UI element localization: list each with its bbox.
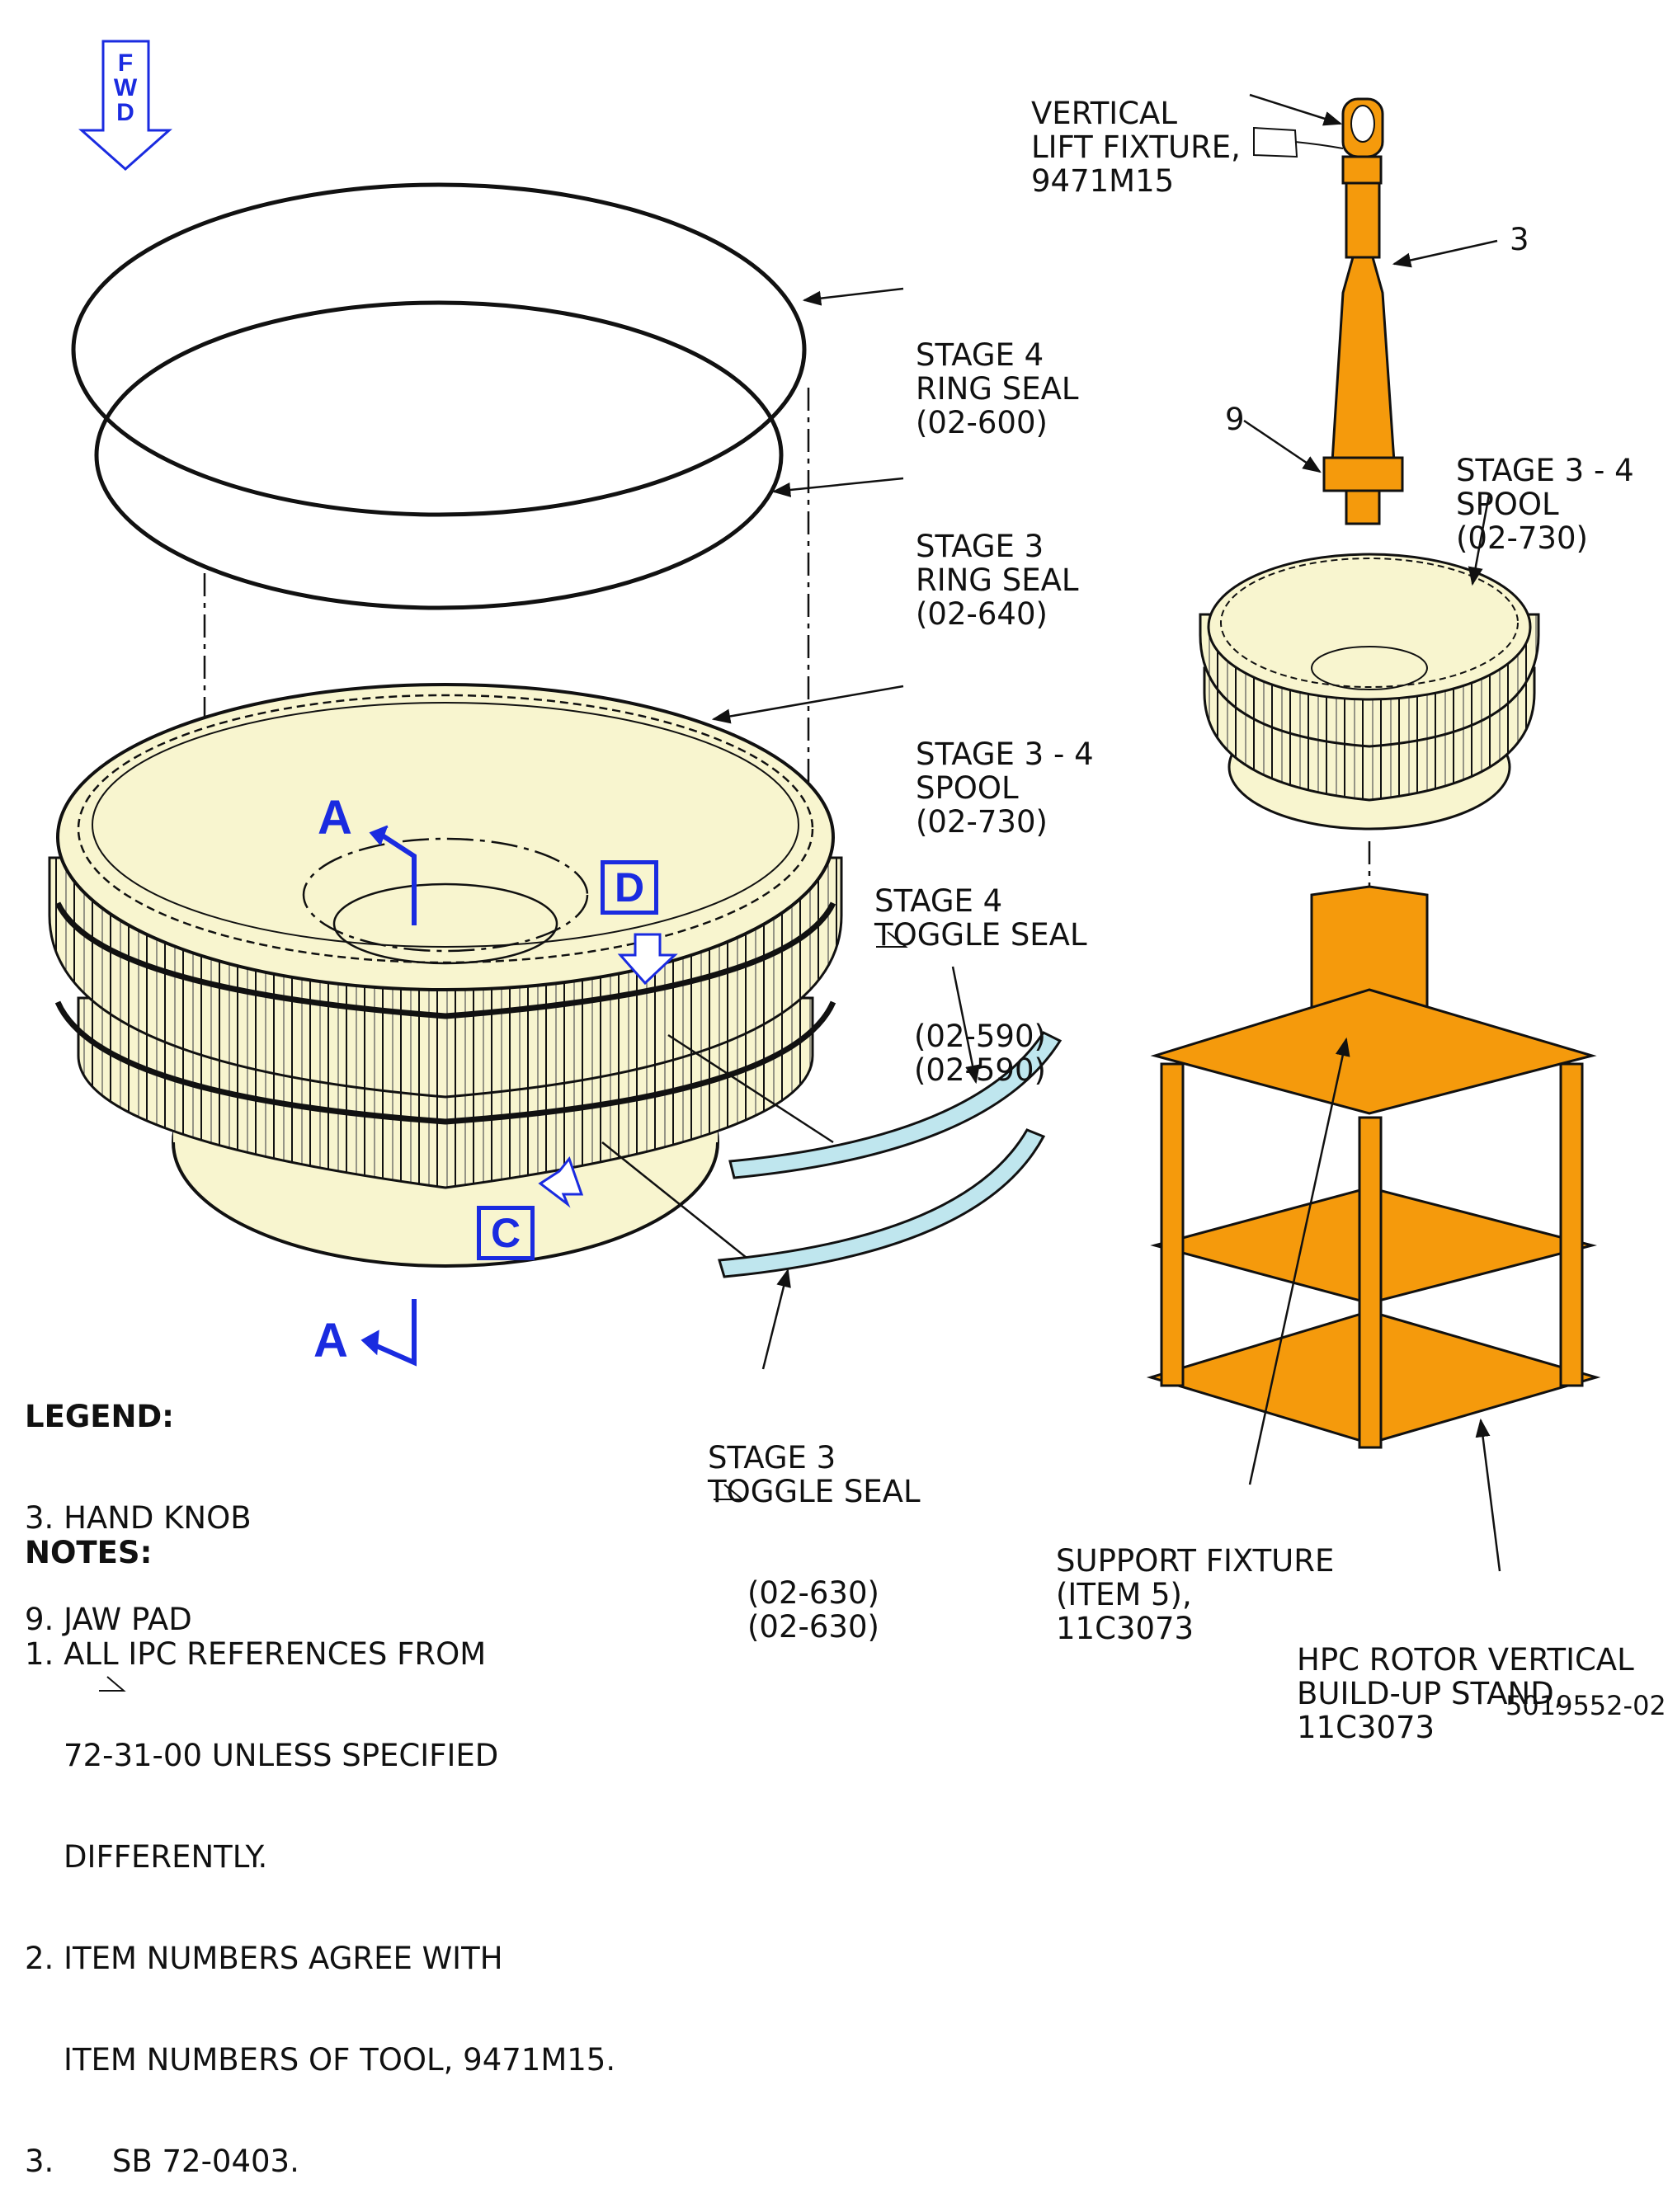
sb-change-symbols [99, 931, 908, 1692]
view-marker-c: C [477, 1206, 535, 1260]
legend: LEGEND: 3. HAND KNOB 9. JAW PAD [25, 1399, 252, 1637]
fwd-label: F W D [113, 49, 138, 126]
stage34-spool-large [48, 683, 843, 1268]
hpc-build-up-stand [1146, 988, 1601, 1449]
stage3-ring-seal [94, 300, 784, 610]
seal-leader-lines [601, 1033, 834, 1259]
callout-support-fixture: SUPPORT FIXTURE(ITEM 5),11C3073 [1056, 1543, 1335, 1646]
section-arrow-bottom-icon [360, 1299, 417, 1367]
callout-item-9: 9 [1225, 402, 1245, 437]
legend-title: LEGEND: [25, 1399, 174, 1434]
stage4-ring-seal [71, 182, 807, 517]
callout-item-3: 3 [1510, 222, 1529, 257]
figure-number: 5019552-02 [1505, 1690, 1666, 1721]
stage4-toggle-seal [728, 1031, 1063, 1179]
section-marker-a-bottom: A [313, 1314, 348, 1367]
view-d-arrow-icon [617, 933, 678, 986]
section-arrow-top-icon [369, 825, 417, 925]
stage34-spool-small [1199, 553, 1540, 831]
fwd-arrow-icon [78, 40, 172, 172]
view-c-arrow-icon [538, 1155, 584, 1208]
section-marker-a-top: A [318, 791, 352, 845]
callout-leaders [711, 93, 1501, 1572]
notes: NOTES: 1. ALL IPC REFERENCES FROM 72-31-… [25, 1535, 616, 2179]
view-marker-d: D [601, 860, 658, 915]
vertical-lift-fixture [1253, 97, 1404, 525]
stage3-toggle-seal [718, 1128, 1046, 1278]
notes-title: NOTES: [25, 1535, 153, 1570]
